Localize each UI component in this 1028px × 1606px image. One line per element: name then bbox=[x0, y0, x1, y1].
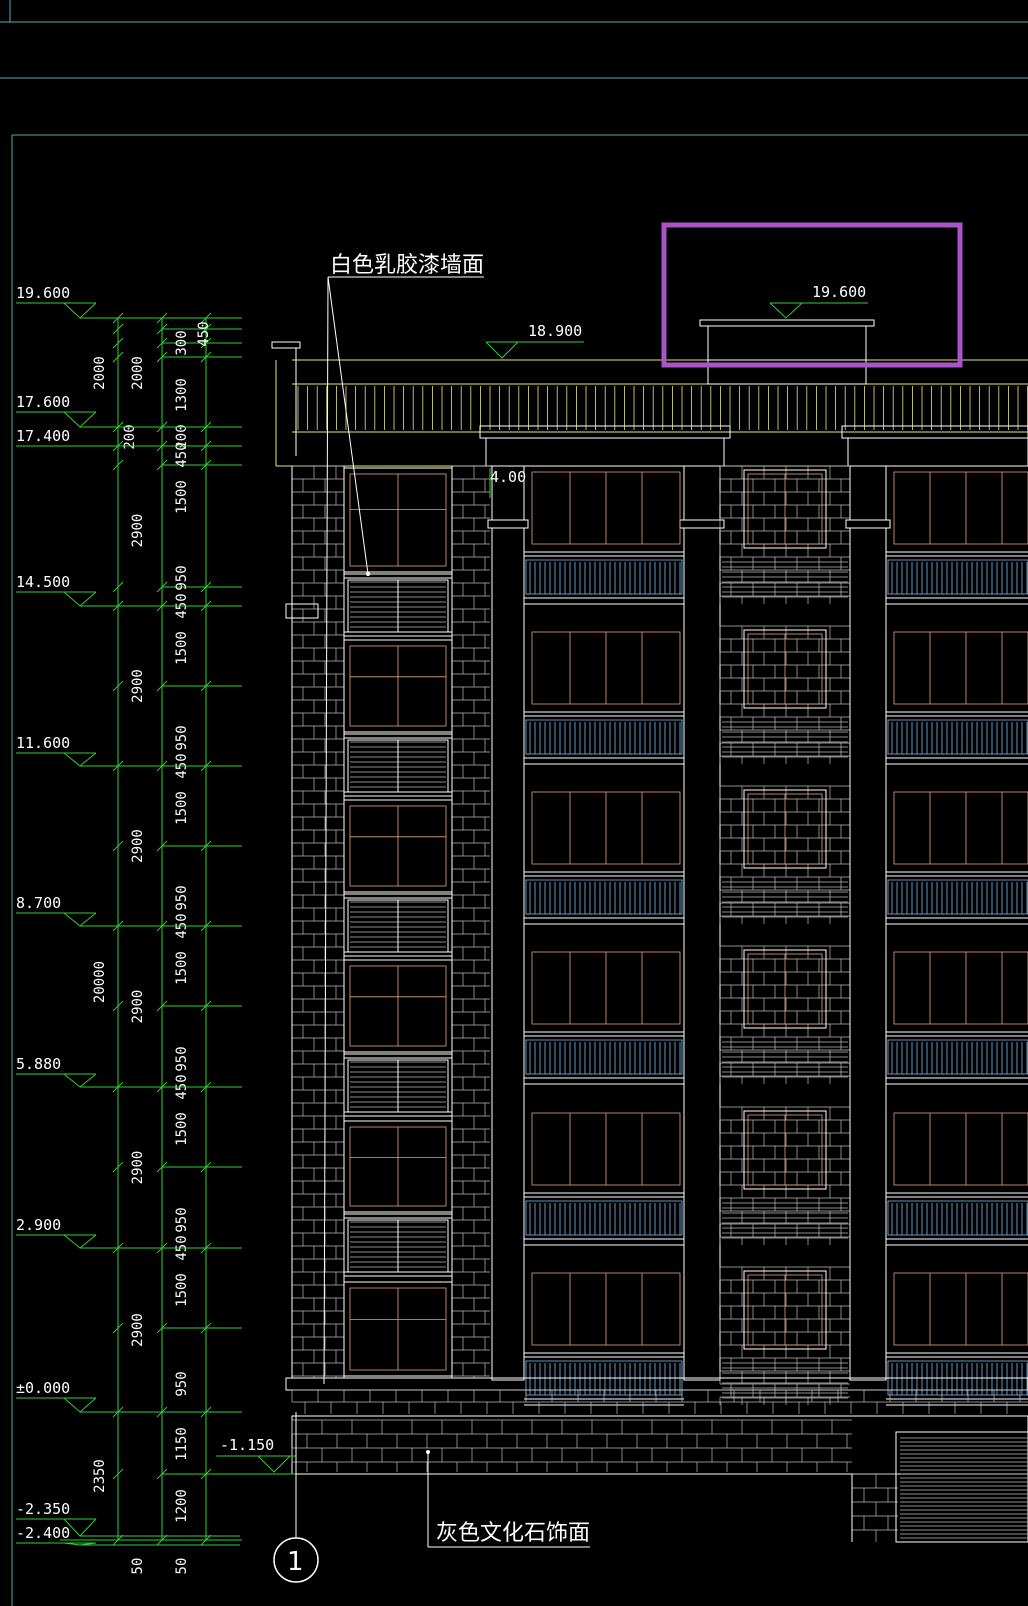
dimension-value: 1500 bbox=[174, 631, 190, 665]
dimension-value: 1500 bbox=[174, 791, 190, 825]
balcony-railing bbox=[525, 559, 683, 595]
dimension-value: 2900 bbox=[130, 829, 146, 863]
brick-texture bbox=[291, 1389, 1028, 1414]
elevation-mark: 8.700 bbox=[16, 894, 240, 927]
shutter-panel bbox=[722, 1041, 848, 1078]
dimension-outer: 2350 bbox=[92, 1459, 108, 1493]
balcony-railing bbox=[525, 1039, 683, 1075]
brick-texture bbox=[451, 465, 490, 1378]
highlight-box bbox=[661, 222, 963, 368]
dimension-value: 1500 bbox=[174, 480, 190, 514]
dimension-value: 950 bbox=[174, 1371, 190, 1396]
elevation-mark: 17.600 bbox=[16, 393, 240, 428]
elevation-value: -2.400 bbox=[16, 1524, 70, 1542]
brick-texture bbox=[291, 465, 344, 1378]
elevation-mark: 2.900 bbox=[16, 1216, 240, 1249]
roof-elevation-marks: 18.900 19.600 4.00 bbox=[485, 283, 868, 498]
elevation-value: 14.500 bbox=[16, 573, 70, 591]
dimension-value: 1500 bbox=[174, 1273, 190, 1307]
elevation-mark: ±0.000 bbox=[16, 1379, 240, 1413]
dimension-outer: 2000 bbox=[92, 356, 108, 390]
dimension-value: 1500 bbox=[174, 951, 190, 985]
dimension-value: 2900 bbox=[130, 990, 146, 1024]
dimension-value: 300 bbox=[174, 330, 190, 355]
elevation-mark: 11.600 bbox=[16, 734, 240, 767]
dimension-outer: 20000 bbox=[92, 961, 108, 1003]
dimension-value: 1200 bbox=[174, 1489, 190, 1523]
grid-axis-bubble: 1 bbox=[273, 1412, 319, 1583]
dimension-value: 950 bbox=[174, 885, 190, 910]
wall-finish-label: 白色乳胶漆墙面 bbox=[330, 253, 484, 278]
grid-axis-label: 1 bbox=[287, 1547, 304, 1577]
elevation-mark: 17.400 bbox=[16, 427, 240, 447]
dimension-value: 950 bbox=[174, 1207, 190, 1232]
elevation-value: -2.350 bbox=[16, 1500, 70, 1518]
balcony-railing bbox=[887, 1039, 1028, 1075]
elevation-value: 17.600 bbox=[16, 393, 70, 411]
elevation-mark: 5.880 bbox=[16, 1055, 240, 1088]
dimension-value: 950 bbox=[174, 725, 190, 750]
balcony-railing bbox=[525, 879, 683, 915]
dimension-value: 1150 bbox=[174, 1427, 190, 1461]
dimension-outer: 200 bbox=[122, 424, 138, 449]
dimension-value: 2900 bbox=[130, 1313, 146, 1347]
elevation-value: 19.600 bbox=[16, 284, 70, 302]
balcony-railing bbox=[887, 879, 1028, 915]
balcony-railing bbox=[525, 719, 683, 755]
balcony-railing bbox=[887, 559, 1028, 595]
elevation-value: 8.700 bbox=[16, 894, 61, 912]
elevation-mark: -2.400 bbox=[16, 1524, 240, 1546]
balcony-railing bbox=[525, 1200, 683, 1236]
brick-texture bbox=[851, 1473, 898, 1542]
elevation-value: 11.600 bbox=[16, 734, 70, 752]
shutter-panel bbox=[722, 1202, 848, 1239]
dimension-value: 450 bbox=[196, 321, 212, 346]
shutter-panel bbox=[722, 561, 848, 598]
parapet-elevation: 18.900 bbox=[528, 322, 582, 340]
elevation-markers: 19.600 17.600 17.400 14.500 11.600 8.700 5.880… bbox=[16, 284, 240, 1546]
dimension-bottom: 50 bbox=[174, 1558, 190, 1575]
dimension-bottom: 50 bbox=[130, 1558, 146, 1575]
shutter-panel bbox=[722, 881, 848, 918]
dimension-value: 200 bbox=[174, 424, 190, 449]
elevation-value: 17.400 bbox=[16, 427, 70, 445]
elevation-value: ±0.000 bbox=[16, 1379, 70, 1397]
wall-finish-annotation: 白色乳胶漆墙面 bbox=[323, 253, 484, 1385]
dimension-value: 1500 bbox=[174, 1112, 190, 1146]
brick-texture bbox=[719, 945, 850, 1084]
roof-balustrade bbox=[297, 386, 1028, 430]
brick-texture bbox=[719, 465, 850, 604]
dimension-value: 1300 bbox=[174, 378, 190, 412]
dimension-value: 950 bbox=[174, 1046, 190, 1071]
building-elevation: 18.900 19.600 4.00 -1.150 bbox=[200, 283, 1028, 1543]
balcony-railing bbox=[887, 1200, 1028, 1236]
dimension-value: 2900 bbox=[130, 669, 146, 703]
shutter-panel bbox=[722, 721, 848, 758]
base-finish-label: 灰色文化石饰面 bbox=[436, 1521, 590, 1546]
elevation-value: 2.900 bbox=[16, 1216, 61, 1234]
shutter-panel bbox=[722, 1362, 848, 1399]
elevation-mark: 19.600 bbox=[16, 284, 240, 319]
dimension-value: 950 bbox=[174, 565, 190, 590]
brick-texture bbox=[291, 1419, 852, 1472]
garage-shutter bbox=[900, 1437, 1028, 1539]
balcony-railing bbox=[887, 719, 1028, 755]
base-finish-annotation: 灰色文化石饰面 bbox=[426, 1450, 590, 1548]
elevation-mark: 14.500 bbox=[16, 573, 240, 607]
roof-top-elevation: 19.600 bbox=[812, 283, 866, 301]
elevation-mark: -2.350 bbox=[16, 1500, 240, 1537]
dimension-value: 2900 bbox=[130, 1151, 146, 1185]
dimension-value: 2900 bbox=[130, 514, 146, 548]
elevation-value: 5.880 bbox=[16, 1055, 61, 1073]
dimension-value: 450 bbox=[174, 442, 190, 467]
eave-dimension: 4.00 bbox=[490, 468, 526, 486]
grade-elevation: -1.150 bbox=[220, 1436, 274, 1454]
dimension-value: 2000 bbox=[130, 356, 146, 390]
